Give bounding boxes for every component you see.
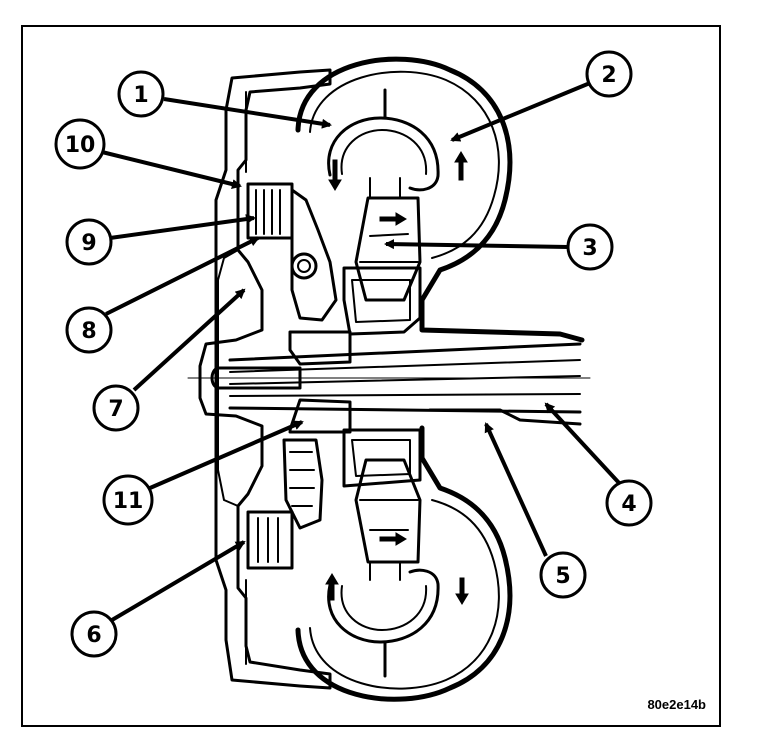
callout-number: 7 (108, 397, 123, 422)
flow-arrow-icon (379, 212, 407, 226)
flow-arrow-icon (455, 577, 469, 605)
callout-3: 3 (566, 223, 614, 271)
callout-2: 2 (585, 50, 633, 98)
callout-1: 1 (117, 70, 165, 118)
callout-number: 2 (601, 63, 616, 88)
flow-arrows (325, 151, 469, 605)
callout-number: 6 (86, 623, 101, 648)
leader-line-7 (132, 288, 246, 392)
leader-lines (101, 81, 622, 622)
upper-torus-shell-inner (309, 70, 500, 259)
upper-torus-shell (295, 56, 585, 343)
lower-stator (354, 458, 422, 564)
leader-line-8 (105, 236, 260, 316)
lower-core-ring (327, 568, 440, 644)
leader-line-11 (149, 420, 304, 490)
callout-number: 9 (81, 231, 96, 256)
callout-8: 8 (65, 306, 113, 354)
pilot-hub (210, 366, 302, 390)
upper-piston (290, 188, 338, 322)
leader-line-5 (484, 422, 548, 557)
callout-6: 6 (70, 610, 118, 658)
leader-line-2 (450, 81, 591, 142)
callout-9: 9 (65, 218, 113, 266)
callout-10: 10 (54, 118, 106, 170)
figure-code: 80e2e14b (647, 697, 706, 712)
lower-torus-shell-inner (309, 499, 500, 690)
leader-line-9 (109, 214, 256, 240)
converter-drawing (187, 56, 591, 702)
callout-number: 10 (65, 133, 96, 158)
lower-torus-shell (295, 425, 513, 702)
callout-number: 8 (81, 319, 96, 344)
upper-damper-spring (290, 252, 318, 280)
cover-inner-line (217, 91, 247, 665)
lower-clutch-pack (246, 510, 294, 570)
flow-arrow-icon (454, 151, 468, 181)
upper-stator (354, 196, 422, 302)
callout-number: 4 (621, 492, 636, 517)
input-shaft-top (228, 342, 582, 362)
callout-number: 5 (555, 564, 570, 589)
callout-5: 5 (539, 551, 587, 599)
callouts: 1 2 3 4 5 6 7 8 (54, 50, 653, 658)
lower-stator-hub (342, 428, 422, 488)
callout-11: 11 (102, 474, 154, 526)
leader-line-1 (163, 97, 332, 129)
leader-line-6 (110, 540, 246, 622)
callout-number: 1 (133, 83, 148, 108)
flow-arrow-icon (328, 159, 342, 191)
leader-line-10 (101, 150, 242, 189)
upper-core-ring-inner (340, 129, 428, 175)
upper-core-ring (327, 116, 440, 192)
leader-line-4 (544, 402, 622, 486)
callout-7: 7 (92, 384, 140, 432)
figure-frame (21, 25, 721, 727)
callout-number: 11 (113, 489, 144, 514)
upper-stator-hub (342, 266, 422, 336)
stator-support (428, 408, 582, 426)
input-shaft-bottom (228, 406, 582, 414)
callout-4: 4 (605, 479, 653, 527)
callout-number: 3 (582, 236, 597, 261)
flow-arrow-icon (379, 532, 407, 546)
lower-damper (282, 438, 324, 530)
leader-line-3 (384, 239, 569, 250)
flow-arrow-icon (325, 573, 339, 601)
